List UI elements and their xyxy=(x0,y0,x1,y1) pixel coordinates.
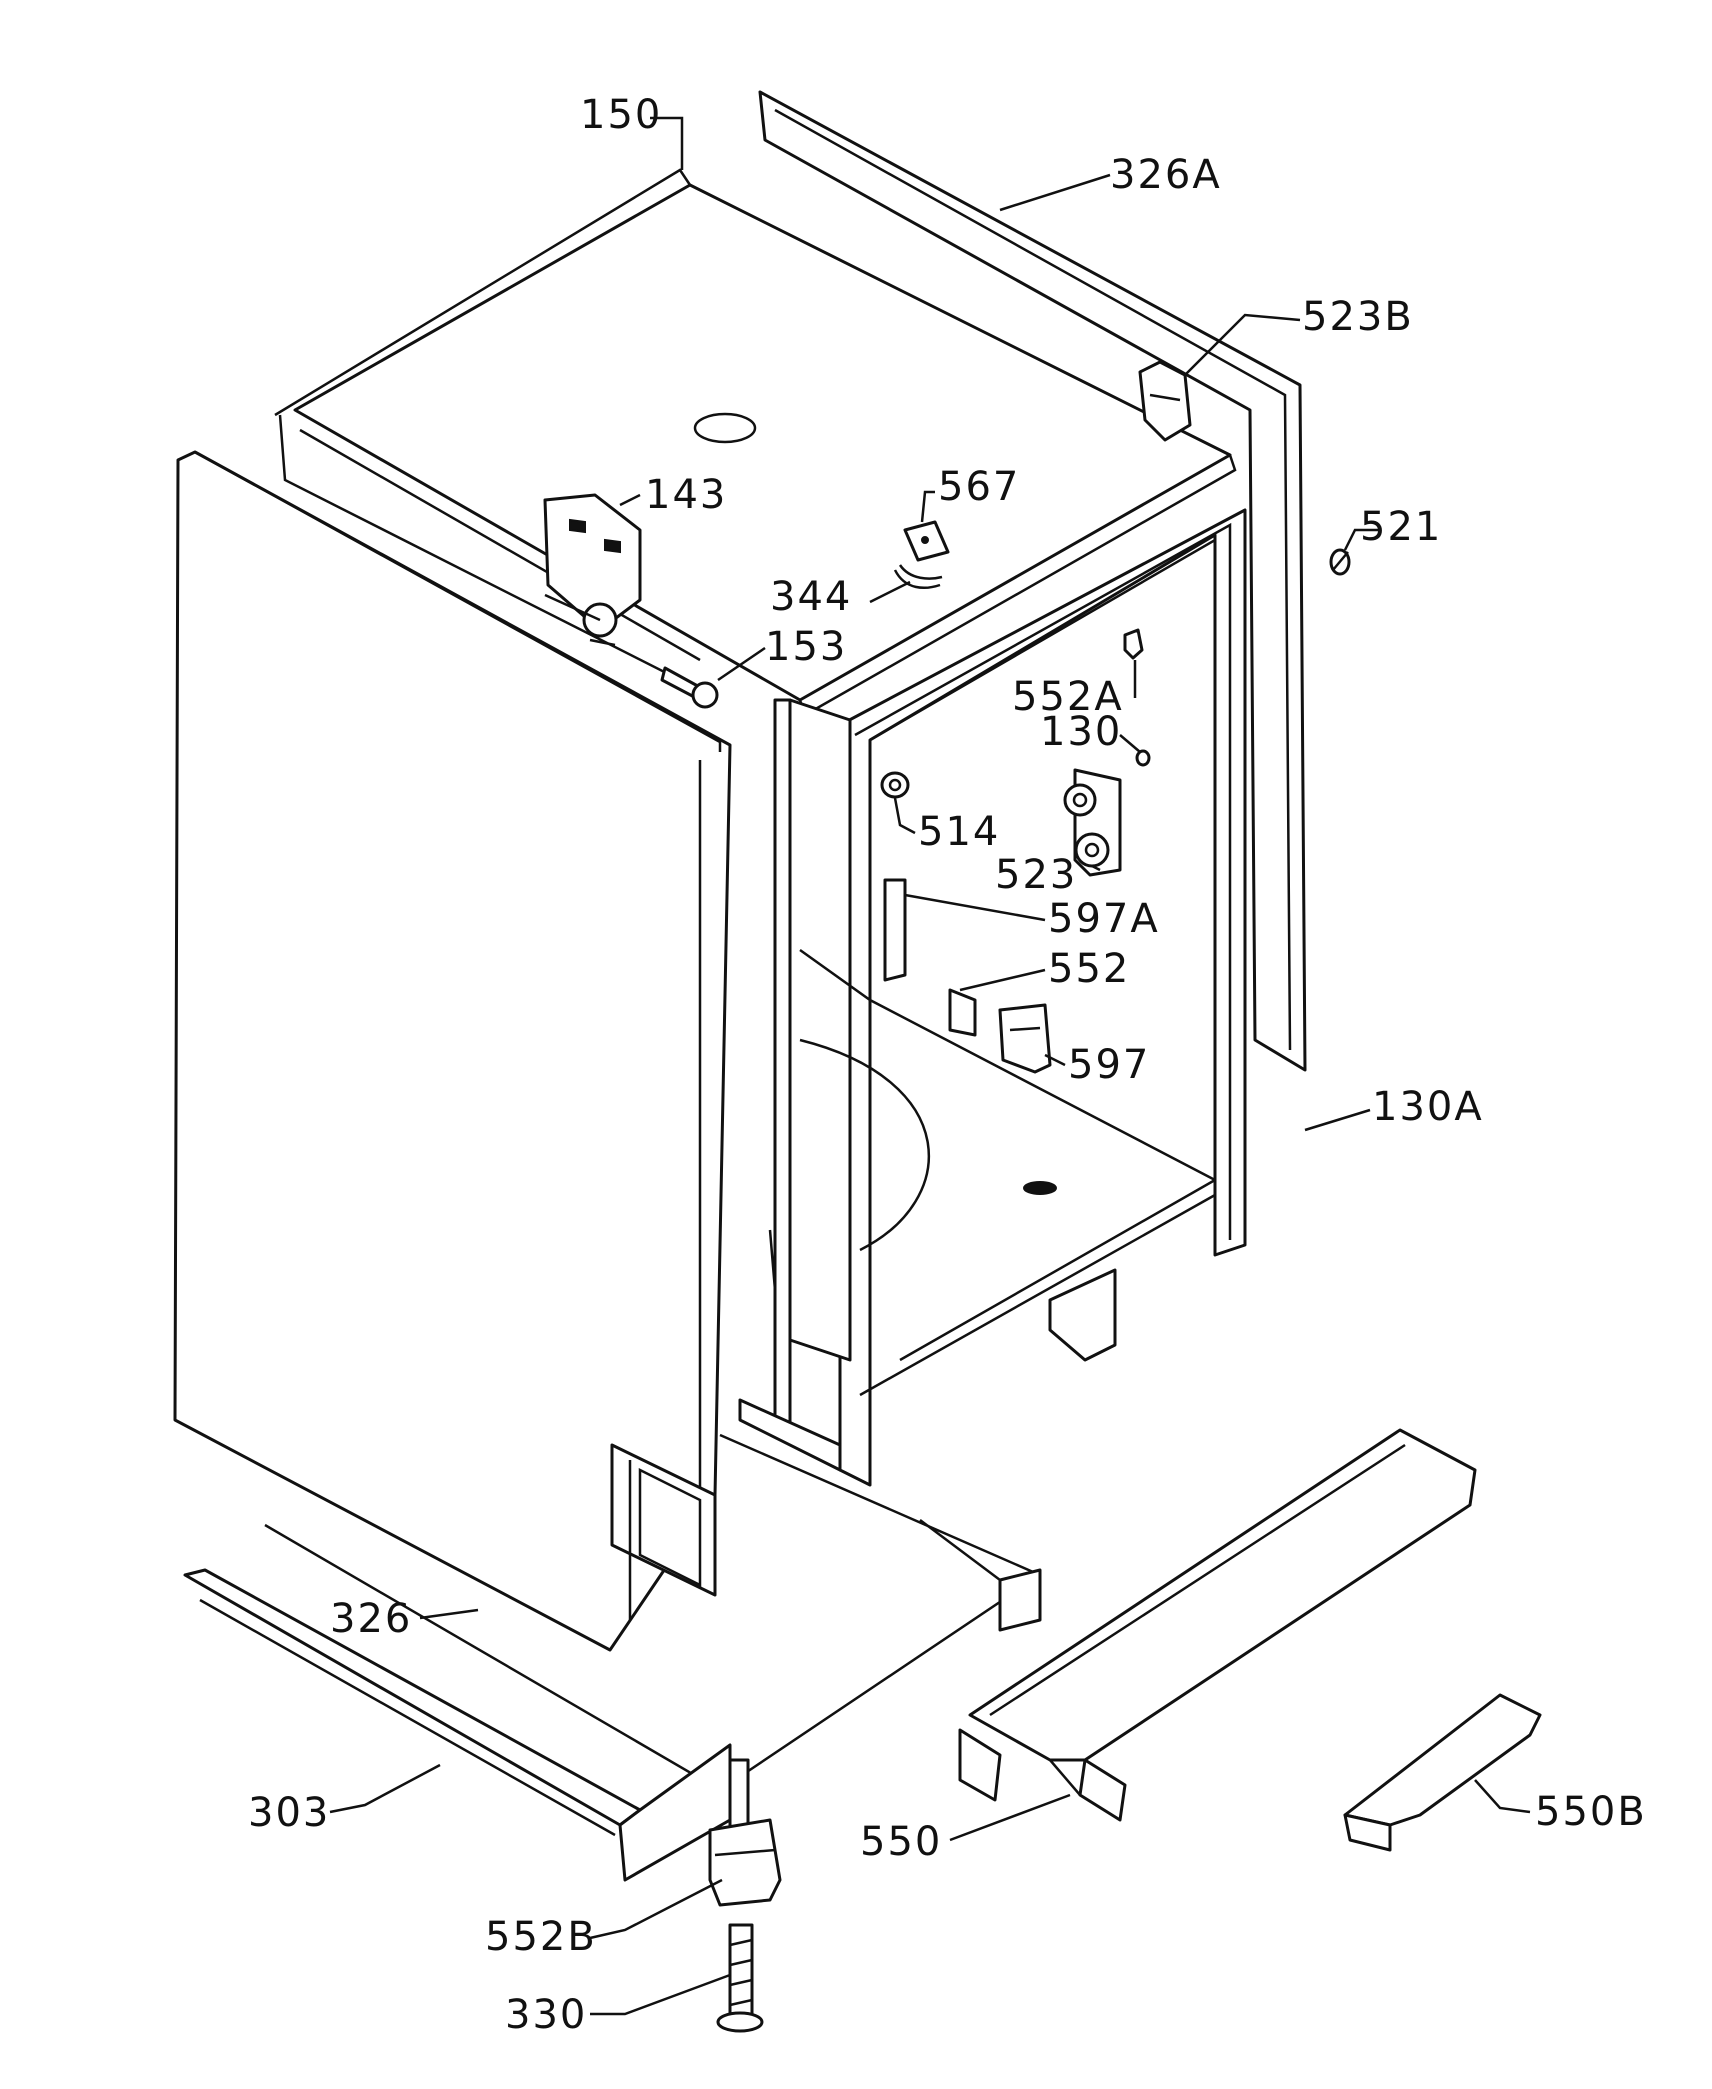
label-130: 130 xyxy=(1040,709,1122,755)
label-143: 143 xyxy=(645,472,727,518)
base-frame-303 xyxy=(183,1433,1042,1882)
part-552a xyxy=(1123,628,1144,660)
label-550: 550 xyxy=(860,1819,942,1865)
callout-labels: 150 326A 523B 143 567 521 344 153 552A 1… xyxy=(248,92,1647,2038)
label-150: 150 xyxy=(580,92,662,138)
top-hole-icon xyxy=(693,412,757,444)
tub-interior xyxy=(738,537,1217,1472)
leader-lines xyxy=(329,116,1531,2016)
part-567 xyxy=(903,520,950,562)
label-303: 303 xyxy=(248,1790,330,1836)
part-550b xyxy=(1343,1693,1542,1852)
rail-550 xyxy=(958,1428,1477,1822)
label-597: 597 xyxy=(1068,1042,1150,1088)
part-552 xyxy=(948,988,977,1037)
part-597a xyxy=(883,878,907,982)
part-521 xyxy=(1329,548,1351,576)
part-130 xyxy=(1135,749,1151,767)
label-130a: 130A xyxy=(1372,1084,1484,1130)
label-523: 523 xyxy=(995,852,1077,898)
label-521: 521 xyxy=(1360,504,1442,550)
label-326: 326 xyxy=(330,1596,412,1642)
part-143 xyxy=(543,493,642,647)
part-344 xyxy=(893,564,943,589)
part-514 xyxy=(880,771,910,799)
leveling-foot-552b xyxy=(708,1758,782,1907)
label-326a: 326A xyxy=(1110,152,1222,198)
part-597 xyxy=(998,1003,1052,1074)
label-330: 330 xyxy=(505,1992,587,2038)
part-523b xyxy=(1138,360,1192,442)
label-344: 344 xyxy=(770,574,852,620)
label-552a: 552A xyxy=(1012,674,1124,720)
side-panel-326 xyxy=(173,450,732,1652)
label-550b: 550B xyxy=(1535,1789,1647,1835)
label-514: 514 xyxy=(918,809,1000,855)
label-552b: 552B xyxy=(485,1914,597,1960)
label-523b: 523B xyxy=(1302,294,1414,340)
label-597a: 597A xyxy=(1048,896,1160,942)
rear-frame-326a xyxy=(758,90,1307,1072)
label-153: 153 xyxy=(765,624,847,670)
door-frame-130a xyxy=(773,508,1247,1487)
label-567: 567 xyxy=(938,464,1020,510)
screw-330 xyxy=(716,1923,764,2033)
label-552: 552 xyxy=(1048,946,1130,992)
part-153 xyxy=(660,666,719,709)
